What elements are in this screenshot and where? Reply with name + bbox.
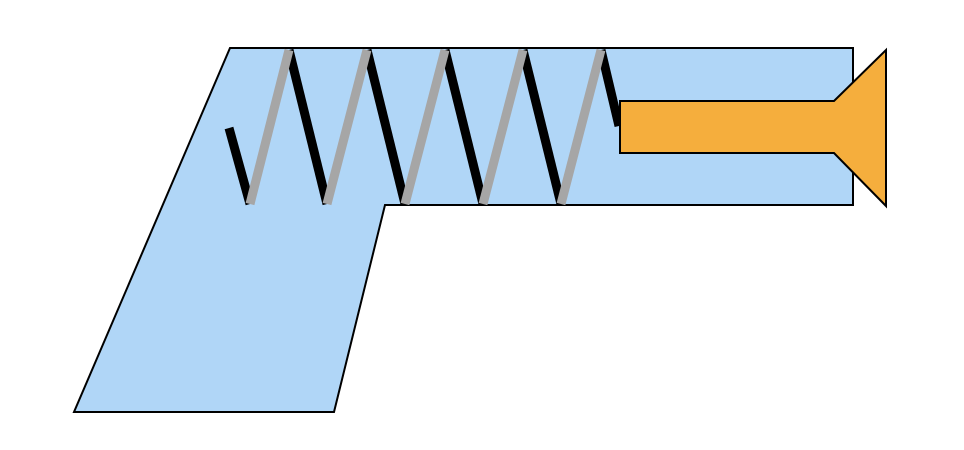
- spring-back-segment: [362, 48, 410, 206]
- spring-back-segment: [518, 48, 566, 206]
- plunger: [619, 47, 887, 209]
- spring-front-segment: [400, 48, 450, 206]
- spring-front-segment: [245, 48, 294, 206]
- spring-back-segment: [224, 126, 255, 206]
- spring-back-segment: [596, 48, 624, 128]
- spring-front-segment: [322, 48, 372, 206]
- spring-front-segment: [478, 48, 528, 206]
- spring-front-segment: [556, 48, 606, 206]
- spring-back-segment: [284, 48, 332, 206]
- spring-coil: [224, 48, 624, 206]
- spring-back-segment: [440, 48, 488, 206]
